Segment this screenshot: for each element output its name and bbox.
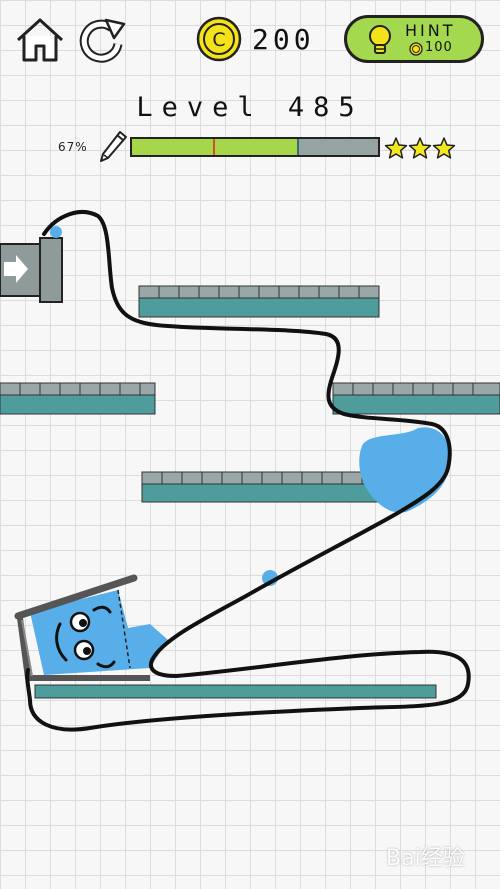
drawn-line	[25, 210, 471, 732]
arrow-right-icon	[4, 255, 28, 283]
star-icon	[408, 137, 432, 159]
watermark-text: Bai经验	[386, 846, 465, 871]
water-droplet	[50, 226, 62, 238]
level-title: Level 485	[136, 92, 364, 123]
platform	[138, 285, 380, 318]
coin-count: 200	[252, 23, 315, 56]
exit-door	[0, 237, 63, 303]
hint-button[interactable]: HINT 100	[344, 15, 484, 63]
svg-text:C: C	[212, 29, 225, 51]
home-button[interactable]	[14, 16, 66, 64]
restart-button[interactable]	[76, 16, 128, 64]
ink-progress-divider	[296, 139, 299, 155]
hint-label: HINT	[405, 21, 456, 40]
platform	[141, 471, 383, 503]
ink-threshold-marker	[213, 139, 216, 155]
glass-character	[14, 574, 168, 681]
water-splash	[359, 427, 451, 513]
home-icon	[16, 18, 64, 62]
pencil-icon	[98, 128, 128, 164]
star-icon	[384, 137, 408, 159]
restart-icon	[79, 18, 126, 63]
platform	[332, 382, 500, 415]
lightbulb-icon	[369, 25, 391, 54]
progress-percent: 67%	[58, 140, 88, 154]
floor-platform	[34, 684, 437, 699]
star-icon	[432, 137, 456, 159]
star-rating	[384, 137, 456, 159]
ink-progress-bar	[130, 137, 380, 157]
coin-icon: C	[196, 16, 242, 62]
hint-cost: 100	[425, 40, 453, 55]
platform	[0, 382, 156, 415]
coin-icon	[409, 42, 423, 56]
character-face	[55, 605, 116, 669]
